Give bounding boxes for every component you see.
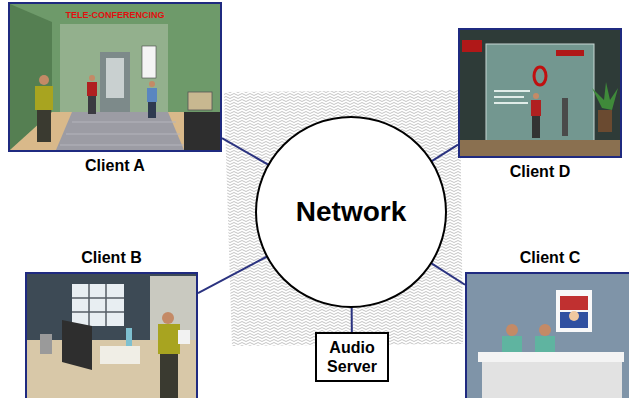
client-a-scene [147,88,157,102]
client-c-scene [467,274,629,398]
client-a-scene [87,82,97,96]
client-d-scene [592,82,618,110]
client-a-scene [37,110,51,142]
client-c-scene [560,312,588,328]
client-d-scene [486,44,594,142]
client-a-scene [188,92,212,110]
client-b-scene [72,284,124,326]
client-a-scene [39,75,49,85]
client-a-scene [10,4,52,150]
client-d-scene [460,30,620,156]
client-view: TELE-CONFERENCING Client A [8,2,222,176]
client-a-scene [35,86,53,110]
client-label: Client A [8,156,222,176]
client-a-scene [10,4,220,150]
client-b-scene [160,354,178,398]
client-label: Client B [25,248,198,268]
client-b-scene [27,274,196,398]
network-hatch [224,90,463,346]
network-circle-outline [256,117,446,307]
client-view: Client C [465,248,629,398]
client-b-scene [158,324,180,354]
client-b-scene [126,328,132,346]
client-b-scene [162,312,174,324]
client-a-scene [89,75,95,81]
client-d-scene [460,30,620,156]
client-a-scene [10,4,220,150]
client-a-scene [148,102,156,118]
client-d-scene [562,98,568,136]
client-c-scene [482,362,622,398]
client-a-scene [149,81,155,87]
client-a-scene [106,58,124,98]
screen-frame [25,272,198,398]
client-a-scene [60,122,184,145]
client-b-scene [72,284,124,326]
client-d-scene [531,100,541,116]
screen-frame [465,272,629,398]
client-a-scene [142,46,156,78]
client-a-scene [60,24,168,112]
network-hatch [224,90,463,346]
client-c-scene [556,290,592,332]
client-d-scene [462,40,482,52]
client-label: Client C [465,248,629,268]
client-d-scene [532,116,540,138]
network-link [198,257,267,294]
client-c-scene [467,274,629,398]
client-c-scene [506,324,518,336]
client-c-scene [560,296,588,310]
client-b-scene [178,330,190,344]
network-link [222,138,269,165]
network-link [351,307,353,332]
room-sign: TELE-CONFERENCING [66,10,165,21]
client-d-scene [494,96,524,98]
server-box: Audio Server [315,332,389,382]
client-c-scene [569,311,579,321]
client-a-scene [100,52,130,112]
client-view: Client D [458,28,622,182]
network-link [431,145,458,162]
client-d-scene [598,110,612,132]
client-d-scene [460,140,620,156]
client-b-scene [27,274,196,398]
client-d-scene [533,93,539,99]
client-c-scene [478,352,624,362]
client-a-scene [184,112,220,150]
client-a-scene [56,112,184,150]
screen-frame [458,28,622,158]
network-link [431,263,465,285]
network-circle: Network [255,116,447,308]
client-d-scene [486,44,594,142]
client-d-scene [494,102,528,104]
client-b-scene [100,346,140,364]
client-view: Client B [25,248,198,398]
network-label: Network [296,196,406,228]
server-label: Audio Server [323,338,381,376]
client-d-scene [534,67,546,85]
client-a-scene [88,96,96,114]
client-b-scene [40,334,52,354]
client-d-scene [494,90,530,92]
client-b-scene [62,320,92,370]
client-label: Client D [458,162,622,182]
client-c-scene [539,324,551,336]
client-d-scene [556,50,584,56]
screen-frame: TELE-CONFERENCING [8,2,222,152]
